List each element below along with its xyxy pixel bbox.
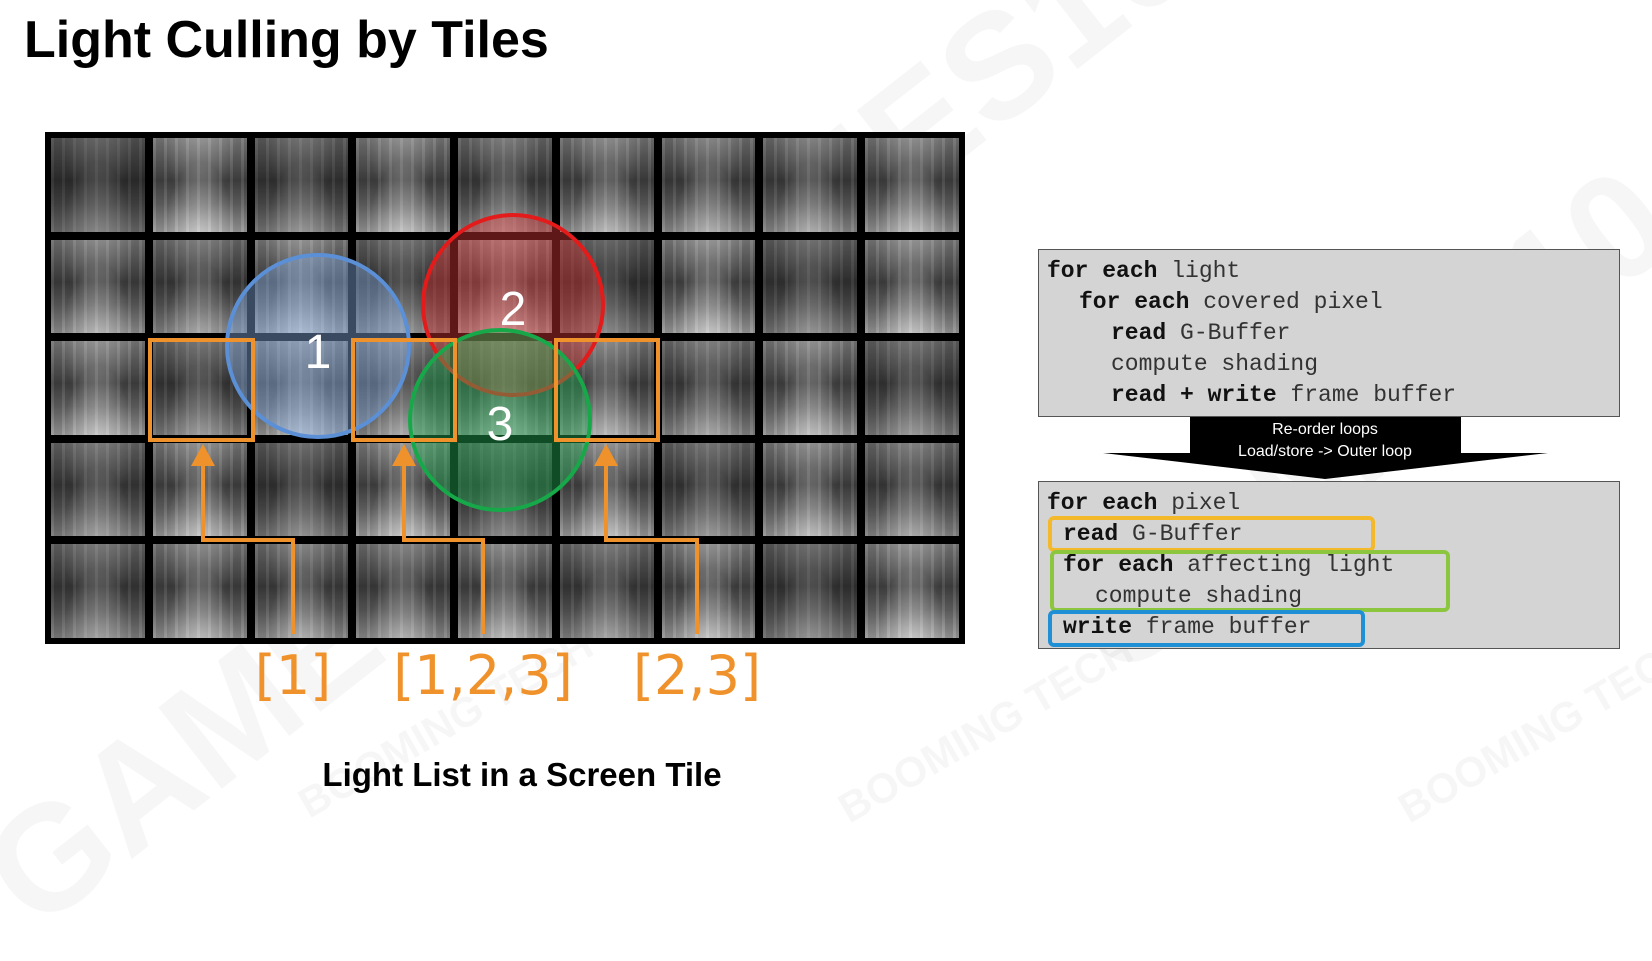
screen-tile	[254, 138, 349, 232]
screen-tile	[661, 239, 756, 334]
slide-title: Light Culling by Tiles	[24, 11, 549, 69]
screen-tile	[51, 341, 145, 435]
reorder-arrow-icon	[1103, 417, 1548, 479]
write-framebuffer-highlight	[1048, 610, 1365, 647]
watermark: BOOMING TECH	[830, 625, 1141, 832]
diagram-caption: Light List in a Screen Tile	[322, 756, 722, 793]
screen-tile	[356, 442, 451, 537]
screen-tile	[254, 442, 349, 537]
screen-tile	[865, 442, 959, 537]
screen-tile	[661, 442, 756, 537]
code-block-before: for each light for each covered pixel re…	[1038, 249, 1620, 417]
screen-tile	[661, 341, 756, 435]
screen-tile	[458, 442, 552, 537]
screen-tile	[559, 138, 654, 232]
code-line: read G-Buffer	[1111, 320, 1291, 346]
screen-tile	[763, 138, 858, 232]
screen-tile	[51, 239, 145, 334]
screen-tile	[356, 341, 451, 435]
screen-tile	[51, 138, 145, 232]
screen-tile	[51, 544, 145, 638]
screen-tile	[559, 341, 654, 435]
screen-tile	[559, 239, 654, 334]
screen-tile	[865, 544, 959, 638]
code-line: for each affecting light	[1063, 552, 1395, 578]
reorder-label: Re-order loops	[1272, 421, 1378, 438]
read-gbuffer-highlight	[1048, 516, 1375, 552]
tile-light-list-3: [2,3]	[632, 644, 762, 707]
screen-tile	[865, 138, 959, 232]
code-line: read + write frame buffer	[1111, 382, 1457, 408]
code-line: for each pixel	[1047, 490, 1241, 516]
light-loop-highlight	[1050, 550, 1450, 612]
screen-tile	[458, 138, 552, 232]
code-line: write frame buffer	[1063, 614, 1312, 640]
screen-tile	[254, 239, 349, 334]
screen-tile	[763, 442, 858, 537]
screen-tile	[661, 544, 756, 638]
watermark: BOOMING TECH	[1390, 625, 1652, 832]
screen-tile	[152, 544, 247, 638]
screen-tile	[152, 138, 247, 232]
code-block-after: for each pixel read G-Buffer for each af…	[1038, 481, 1620, 649]
screen-tile	[152, 341, 247, 435]
code-line: compute shading	[1111, 351, 1319, 377]
tile-light-list-2: [1,2,3]	[393, 644, 573, 707]
screen-tile	[763, 544, 858, 638]
screen-tile	[356, 239, 451, 334]
screen-tile	[254, 544, 349, 638]
screen-tile	[865, 239, 959, 334]
code-line: for each covered pixel	[1079, 289, 1383, 315]
code-line: for each light	[1047, 258, 1241, 284]
screen-tile	[152, 239, 247, 334]
screen-tile	[661, 138, 756, 232]
screen-tile	[254, 341, 349, 435]
screen-tile	[458, 544, 552, 638]
screen-tile	[458, 239, 552, 334]
code-line: compute shading	[1095, 583, 1303, 609]
tile-light-list-1: [1]	[254, 644, 332, 707]
screen-tile	[559, 442, 654, 537]
screen-tile	[51, 442, 145, 537]
screen-tile	[356, 138, 451, 232]
screen-tile	[763, 239, 858, 334]
screen-tile	[559, 544, 654, 638]
screen-tile	[356, 544, 451, 638]
code-line: read G-Buffer	[1063, 521, 1243, 547]
scene-image-tiled	[45, 132, 965, 644]
screen-tile	[152, 442, 247, 537]
screen-tile	[763, 341, 858, 435]
screen-tile	[458, 341, 552, 435]
loadstore-label: Load/store -> Outer loop	[1238, 443, 1412, 460]
screen-tile	[865, 341, 959, 435]
